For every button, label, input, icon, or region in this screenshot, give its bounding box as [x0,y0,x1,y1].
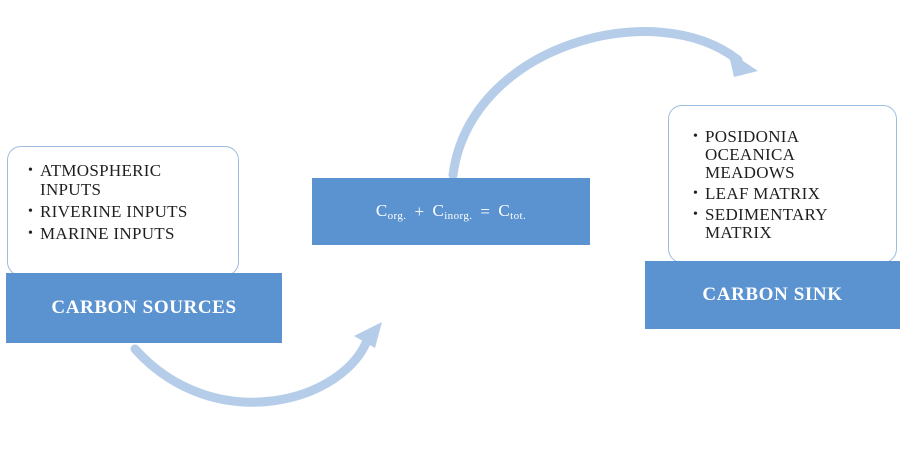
carbon-sources-list: ATMOSPHERIC INPUTS RIVERINE INPUTS MARIN… [7,146,239,276]
equation-term-organic: Corg. [375,201,407,222]
carbon-sink-title: CARBON SINK [702,284,843,305]
equation-term-total: Ctot. [498,201,527,222]
list-item: MARINE INPUTS [26,224,224,243]
upper-curved-arrow [448,27,743,180]
list-item: LEAF MATRIX [691,185,886,204]
list-item: ATMOSPHERIC INPUTS [26,161,224,199]
upper-arrow-head [728,51,758,77]
list-item: SEDIMENTARY MATRIX [691,206,886,242]
list-item: POSIDONIA OCEANICA MEADOWS [691,128,886,182]
list-item: RIVERINE INPUTS [26,202,224,221]
carbon-sources-box: CARBON SOURCES [6,273,282,343]
equation-term-inorganic: Cinorg. [432,201,473,222]
carbon-sink-list: POSIDONIA OCEANICA MEADOWS LEAF MATRIX S… [668,105,897,263]
carbon-sources-title: CARBON SOURCES [51,297,237,318]
lower-curved-arrow [130,333,373,407]
carbon-sink-box: CARBON SINK [645,261,900,329]
carbon-equation-box: Corg. + Cinorg. = Ctot. [312,178,590,245]
equation-equals: = [480,201,491,221]
equation-plus: + [414,201,425,221]
lower-arrow-head [354,322,382,348]
